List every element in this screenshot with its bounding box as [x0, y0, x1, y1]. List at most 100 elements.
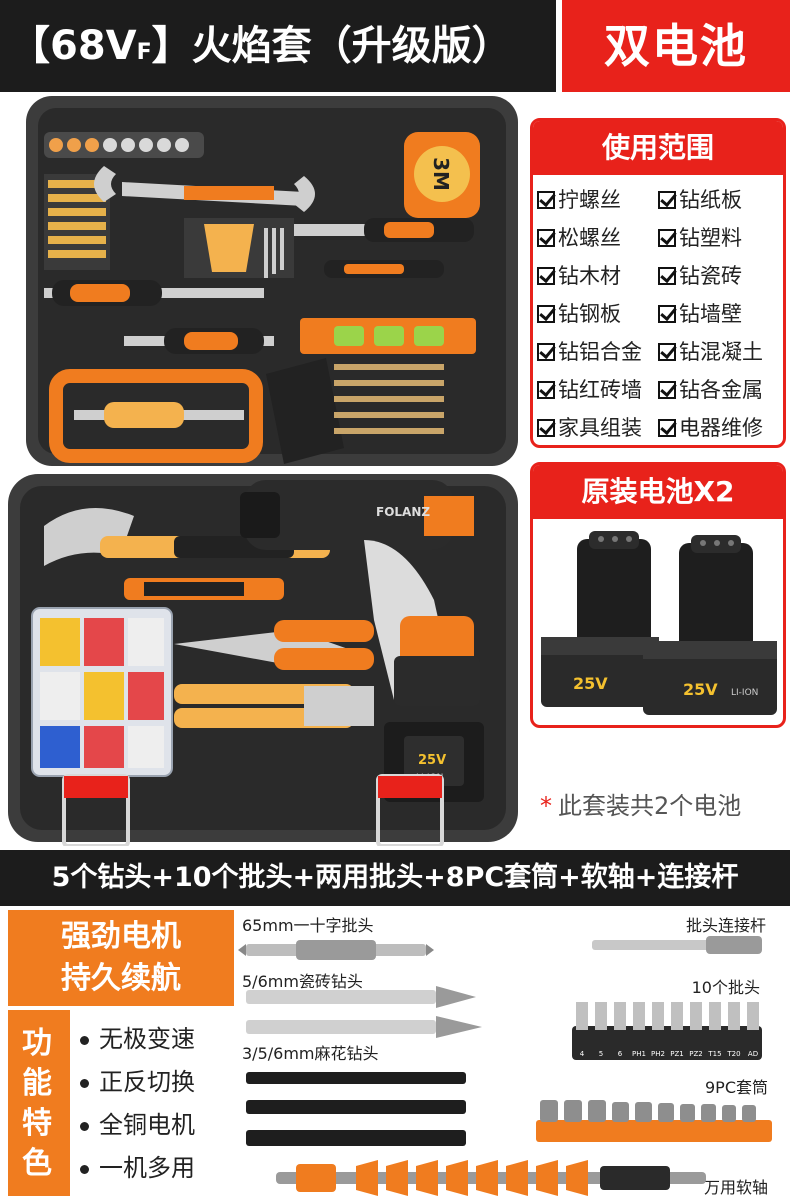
- svg-text:PH2: PH2: [651, 1050, 665, 1058]
- flexible-shaft-icon: [276, 1160, 706, 1196]
- features-label: 功 能 特 色: [22, 1026, 52, 1181]
- header: 【68VF】火焰套（升级版） 双电池: [0, 0, 790, 92]
- label-tile-bits: 5/6mm瓷砖钻头: [242, 972, 363, 991]
- checkbox-icon: [658, 305, 676, 323]
- label-extension-rod: 批头连接杆: [685, 916, 766, 935]
- motor-highlight: 强劲电机 持久续航: [8, 910, 234, 1006]
- usage-item: 电器维修: [658, 409, 779, 445]
- svg-text:25V: 25V: [573, 674, 608, 693]
- double-ended-bit-icon: [238, 940, 434, 960]
- usage-item: 钻木材: [537, 257, 658, 295]
- original-battery-title: 原装电池X2: [533, 465, 783, 519]
- svg-text:LI-ION: LI-ION: [731, 688, 758, 698]
- usage-item: 钻塑料: [658, 219, 779, 257]
- twist-drill-bit-icon: [246, 1130, 466, 1146]
- usage-item: 钻墙壁: [658, 295, 779, 333]
- usage-scope-panel: 使用范围 拧螺丝 钻纸板 松螺丝 钻塑料 钻木材 钻瓷砖 钻钢板 钻墙壁 钻铝合…: [530, 118, 786, 448]
- drill-bits-icon: [334, 364, 444, 434]
- checkbox-icon: [537, 305, 555, 323]
- gold-bits: [48, 180, 106, 258]
- svg-text:PZ2: PZ2: [689, 1050, 702, 1058]
- bullet-icon: [80, 1121, 89, 1131]
- screwdriver-icon: [124, 328, 274, 354]
- svg-text:AD: AD: [748, 1050, 758, 1058]
- accessories-summary-bar: 5个钻头+10个批头+两用批头+8PC套筒+软轴+连接杆: [0, 850, 790, 906]
- features-list: 无极变速 正反切换 全铜电机 一机多用: [70, 1010, 234, 1196]
- usage-item: 钻铝合金: [537, 333, 658, 371]
- svg-text:FOLANZ: FOLANZ: [376, 505, 430, 519]
- checkbox-icon: [537, 381, 555, 399]
- svg-text:PH1: PH1: [632, 1050, 646, 1058]
- latch-icon: [376, 774, 444, 846]
- checkbox-icon: [537, 343, 555, 361]
- product-title: 【68VF】火焰套（升级版）: [0, 0, 556, 92]
- usage-item: 钻纸板: [658, 181, 779, 219]
- usage-item: 钻红砖墙: [537, 371, 658, 409]
- usage-item: 钻钢板: [537, 295, 658, 333]
- usage-item: 钻瓷砖: [658, 257, 779, 295]
- checkbox-icon: [658, 419, 676, 437]
- svg-text:T15: T15: [707, 1050, 721, 1058]
- label-flex-shaft: 万用软轴: [703, 1178, 768, 1197]
- svg-text:6: 6: [618, 1050, 623, 1058]
- feature-item: 一机多用: [70, 1147, 234, 1190]
- svg-text:5: 5: [599, 1050, 603, 1058]
- checkbox-icon: [537, 229, 555, 247]
- original-battery-panel: 原装电池X2 25V 25V LI-ION: [530, 462, 786, 728]
- svg-text:25V: 25V: [683, 680, 718, 699]
- svg-text:PZ1: PZ1: [670, 1050, 683, 1058]
- accessories-illustration: 4 5 6 PH1 PH2 PZ1 PZ2 T15 T20 AD: [238, 936, 772, 1196]
- usage-item: 松螺丝: [537, 219, 658, 257]
- checkbox-icon: [658, 267, 676, 285]
- screwdriver-bit-set-icon: 4 5 6 PH1 PH2 PZ1 PZ2 T15 T20 AD: [572, 1002, 762, 1060]
- screwdriver-icon: [44, 280, 264, 306]
- svg-text:4: 4: [580, 1050, 585, 1058]
- features-panel: 功 能 特 色 无极变速 正反切换 全铜电机 一机多用: [8, 1010, 234, 1196]
- battery-pack-icon: 25V: [541, 531, 659, 707]
- twist-drill-bit-icon: [246, 1072, 466, 1084]
- svg-text:3M: 3M: [429, 157, 453, 191]
- toolbox-illustration: 3M: [8, 96, 518, 846]
- cordless-drill-icon: FOLANZ: [240, 480, 480, 706]
- usage-item: 钻各金属: [658, 371, 779, 409]
- wire-stripper-icon: [174, 684, 374, 728]
- tile-drill-bit-icon: [246, 986, 476, 1008]
- screwdriver-icon: [294, 218, 474, 242]
- bullet-icon: [80, 1078, 89, 1088]
- feature-item: 正反切换: [70, 1061, 234, 1104]
- label-twist-bits: 3/5/6mm麻花钻头: [242, 1044, 379, 1063]
- twist-drill-bit-icon: [246, 1100, 466, 1114]
- label-socket-set: 9PC套筒: [704, 1078, 768, 1097]
- checkbox-icon: [658, 343, 676, 361]
- checkbox-icon: [537, 419, 555, 437]
- usage-scope-list: 拧螺丝 钻纸板 松螺丝 钻塑料 钻木材 钻瓷砖 钻钢板 钻墙壁 钻铝合金 钻混凝…: [533, 175, 783, 445]
- bullet-icon: [80, 1164, 89, 1174]
- usage-item: 拧螺丝: [537, 181, 658, 219]
- double-battery-badge: 双电池: [562, 0, 790, 92]
- checkbox-icon: [658, 191, 676, 209]
- battery-pack-icon: 25V LI-ION: [643, 535, 777, 715]
- tile-drill-bit-icon: [246, 1016, 482, 1038]
- usage-item: 钻混凝土: [658, 333, 779, 371]
- latch-icon: [62, 774, 130, 846]
- label-65mm-bit: 65mm一十字批头: [242, 916, 374, 935]
- socket-set-icon: [536, 1100, 772, 1142]
- svg-text:T20: T20: [726, 1050, 740, 1058]
- checkbox-icon: [658, 229, 676, 247]
- battery-count-note: *此套装共2个电池: [540, 792, 742, 820]
- bullet-icon: [80, 1035, 89, 1045]
- feature-item: 无极变速: [70, 1018, 234, 1061]
- checkbox-icon: [537, 191, 555, 209]
- checkbox-icon: [658, 381, 676, 399]
- bit-holder-top: [49, 138, 189, 152]
- extension-rod-icon: [592, 936, 762, 954]
- checkbox-icon: [537, 267, 555, 285]
- hacksaw-icon: [49, 369, 263, 463]
- bit-socket-holder: [204, 224, 254, 272]
- usage-scope-title: 使用范围: [533, 121, 783, 175]
- pliers-icon: [174, 620, 374, 670]
- battery-pair-illustration: 25V 25V LI-ION: [541, 531, 777, 715]
- label-ten-bits: 10个批头: [691, 978, 760, 997]
- usage-item: 家具组装: [537, 409, 658, 445]
- accessories-panel: 65mm一十字批头 5/6mm瓷砖钻头 3/5/6mm麻花钻头 批头连接杆 10…: [236, 910, 790, 1200]
